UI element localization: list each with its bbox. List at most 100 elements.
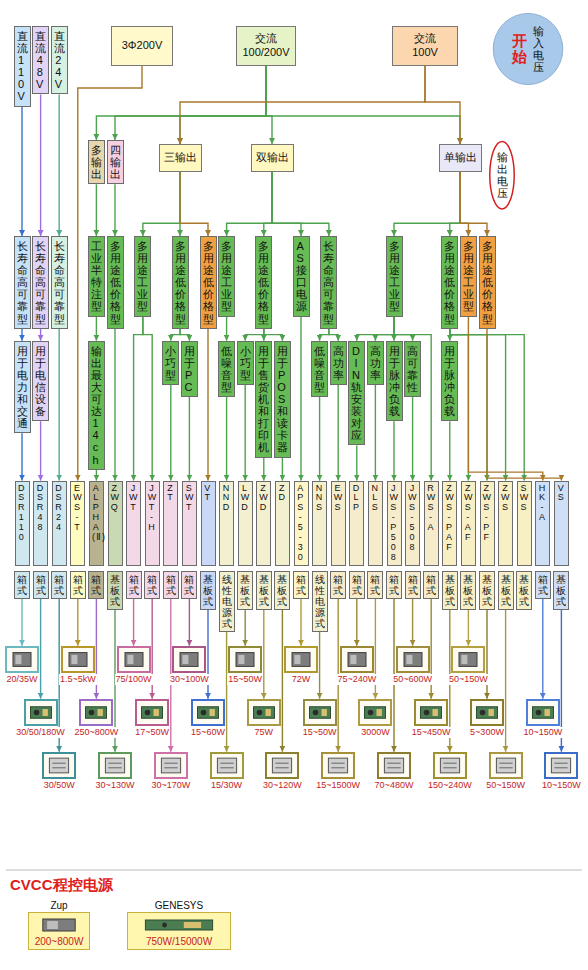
connector	[40, 94, 41, 236]
connector	[425, 66, 460, 144]
mounting-box: 基板式	[479, 571, 495, 610]
feature-box: 小巧型	[162, 341, 179, 385]
box-text: 基板式	[259, 574, 269, 607]
box-text: 长寿命高可靠型	[17, 240, 28, 325]
feature-box: 低噪音型	[311, 341, 328, 397]
feature-box: DIN轨安装对应	[348, 341, 365, 446]
box-text: SWS	[520, 484, 529, 514]
series-name: GENESYS	[127, 900, 231, 912]
box-text: ZWS-PAF	[445, 484, 454, 553]
mounting-box: 箱式	[423, 571, 439, 599]
connector	[412, 599, 413, 646]
photo-frame	[489, 752, 523, 779]
connector	[394, 172, 460, 236]
model-box: EWS-T	[70, 481, 85, 566]
box-text: 箱式	[91, 574, 101, 596]
box-text: 多用途工业型	[463, 240, 474, 313]
product-image: 30~170W	[150, 752, 191, 791]
wattage-text: 10~150W	[541, 780, 582, 791]
photo-frame	[61, 646, 95, 673]
product-image: 30~130W	[95, 752, 136, 791]
box-text: 低噪音型	[314, 345, 325, 393]
connector	[40, 329, 41, 341]
connector	[337, 385, 338, 481]
product-image: 250~800W	[74, 699, 120, 738]
box-text: 基板式	[556, 574, 566, 607]
box-text: 基板式	[445, 574, 455, 607]
product-panel: 200~800W	[28, 912, 90, 950]
connector	[40, 421, 41, 480]
product-photo	[342, 648, 372, 671]
product-photo	[44, 754, 74, 777]
photo-frame	[414, 699, 448, 726]
product-photo	[119, 648, 149, 671]
connector	[263, 610, 264, 699]
product-photo	[249, 701, 279, 724]
start-circle: 输入电压开始	[491, 12, 565, 86]
wattage-text: 15/30W	[210, 780, 243, 791]
mounting-box: 箱式	[293, 571, 309, 599]
product-image: 75/100W	[115, 646, 153, 685]
box-text: DSR48	[36, 484, 45, 533]
mounting-box: 箱式	[33, 571, 49, 599]
connector	[226, 632, 227, 752]
section-heading: CVCC程控电源	[10, 876, 113, 895]
photo-frame	[247, 699, 281, 726]
product-photo	[131, 915, 227, 935]
model-box: JWS-P508	[387, 481, 402, 566]
mounting-box: 箱式	[386, 571, 402, 599]
product-photo	[491, 754, 521, 777]
wattage-text: 15~60W	[190, 727, 226, 738]
photo-frame	[321, 752, 355, 779]
connector	[282, 610, 283, 752]
wattage-text: 750W/15000W	[145, 936, 213, 948]
product-image: 15~50W	[302, 699, 338, 738]
connector	[78, 66, 142, 481]
photo-frame	[433, 752, 467, 779]
wattage-text: 250~800W	[74, 727, 120, 738]
product-photo	[81, 701, 111, 724]
product-image: 20/35W	[5, 646, 39, 685]
input-voltage-box: 交流 100V	[392, 26, 458, 66]
wattage-text: 200~800W	[34, 936, 85, 948]
wattage-text: 15~50W	[227, 674, 263, 685]
product-photo	[7, 648, 37, 671]
box-text: 多用途工业型	[221, 240, 232, 313]
photo-frame	[544, 752, 578, 779]
model-box: NNS	[312, 481, 327, 566]
connector	[272, 172, 301, 236]
connector	[133, 599, 134, 646]
wattage-text: 17~50W	[134, 727, 170, 738]
mounting-box: 箱式	[405, 571, 421, 599]
circle-outline	[491, 12, 565, 86]
box-text: 多用途低价格型	[482, 240, 493, 325]
series-name: Zup	[28, 900, 90, 912]
box-text: DSR24	[55, 484, 64, 533]
box-text: 用于售货机和打印机	[258, 345, 269, 454]
connector	[21, 599, 22, 646]
connector	[245, 329, 264, 341]
mounting-box: 箱式	[51, 571, 67, 599]
category-box: 长寿命高可靠型	[51, 236, 68, 329]
model-box: ZWS-PAF	[442, 481, 457, 566]
wattage-text: 5~300W	[469, 727, 505, 738]
feature-box: 用于电信设备	[32, 341, 49, 422]
model-box: SWS	[517, 481, 532, 566]
box-text: SWT	[185, 484, 194, 514]
box-text: DLP	[352, 484, 361, 514]
connector	[226, 397, 227, 481]
connector	[227, 172, 272, 236]
box-text: NNS	[315, 484, 324, 514]
product-image: 10~150W	[541, 752, 582, 791]
feature-box: 高可靠性	[404, 341, 421, 397]
connector	[21, 329, 22, 341]
wattage-text: 75/100W	[115, 674, 153, 685]
product-photo	[398, 648, 428, 671]
connector	[96, 317, 97, 341]
connector	[486, 610, 487, 699]
box-text: 多用途工业型	[389, 240, 400, 313]
connector	[180, 66, 425, 144]
product-photo	[267, 754, 297, 777]
